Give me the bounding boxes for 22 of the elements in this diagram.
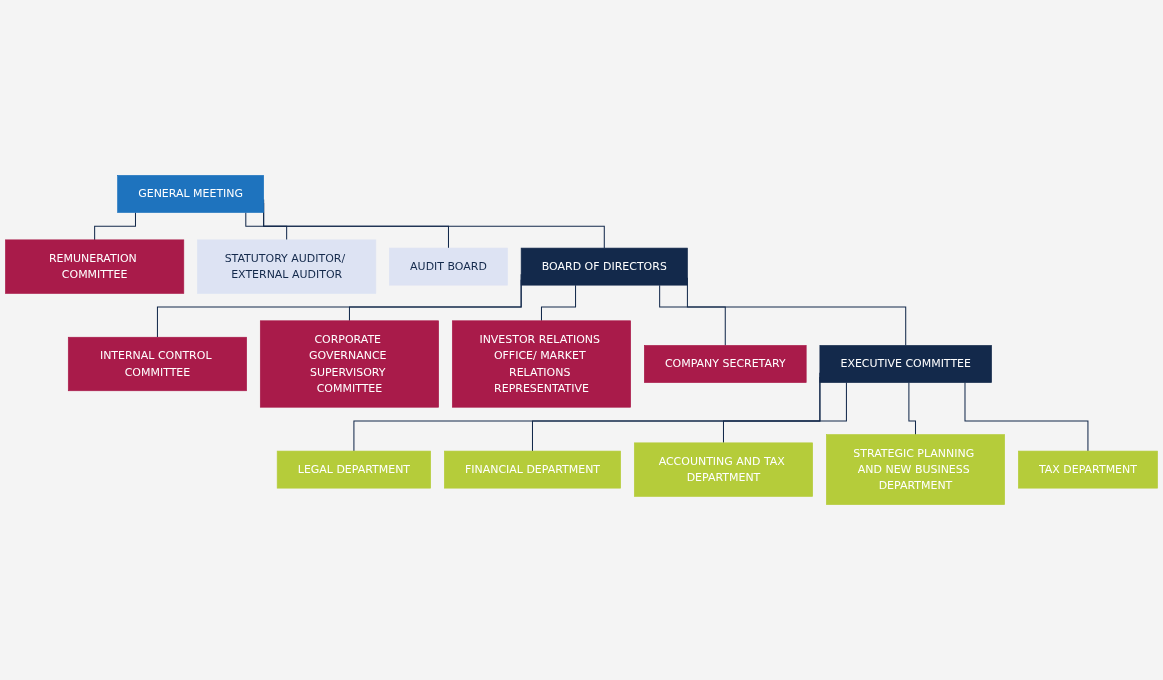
connector [964, 382, 1089, 452]
connector [245, 211, 288, 241]
node-box: BOARD OF DIRECTORS [520, 247, 688, 286]
node-box: STATUTORY AUDITOR/ EXTERNAL AUDITOR [197, 239, 377, 294]
node-box: INVESTOR RELATIONS OFFICE/ MARKET RELATIONS REPRESENTATIVE [452, 320, 631, 408]
connector [659, 284, 726, 346]
node-box: LEGAL DEPARTMENT [276, 450, 431, 489]
node-box: REMUNERATION COMMITTEE [5, 239, 185, 294]
connector [94, 211, 136, 241]
node-box: COMPANY SECRETARY [644, 345, 807, 383]
node-box: ACCOUNTING AND TAX DEPARTMENT [634, 442, 813, 497]
node-box: AUDIT BOARD [389, 247, 508, 286]
connector [540, 284, 577, 322]
node-box: EXECUTIVE COMMITTEE [819, 345, 992, 383]
node-box: INTERNAL CONTROL COMMITTEE [67, 336, 247, 392]
node-box: TAX DEPARTMENT [1018, 450, 1158, 489]
node-box: FINANCIAL DEPARTMENT [444, 450, 621, 489]
node-box: CORPORATE GOVERNANCE SUPERVISORY COMMITTEE [259, 320, 439, 408]
node-box: STRATEGIC PLANNING AND NEW BUSINESS DEPARTMENT [826, 434, 1005, 505]
connector [908, 382, 916, 436]
connector [722, 382, 847, 444]
node-box: GENERAL MEETING [117, 175, 264, 213]
